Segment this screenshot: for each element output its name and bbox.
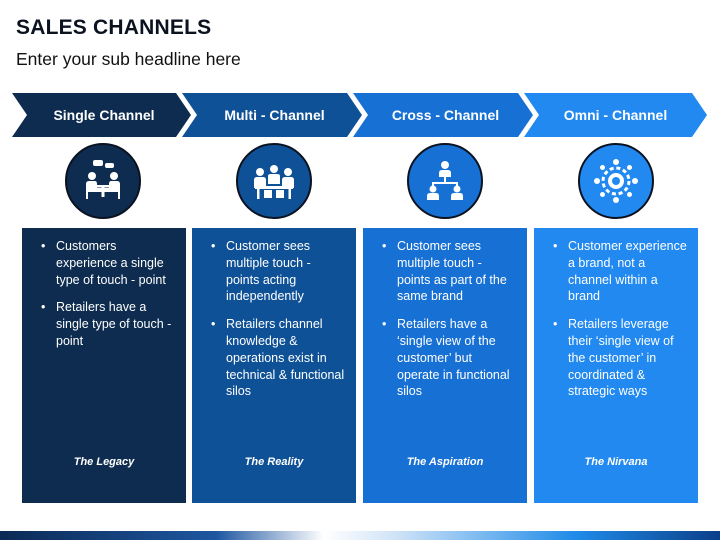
card-tagline: The Legacy	[73, 456, 135, 468]
card-bullet: Retailers channel knowledge & operations…	[202, 316, 346, 400]
stage-label-single: Single Channel	[53, 107, 155, 123]
card-cross-channel: Customer sees multiple touch - points as…	[363, 228, 527, 503]
card-tagline: The Aspiration	[406, 456, 484, 468]
arrow-single-channel	[12, 93, 191, 137]
card-bullet: Retailers have a ‘single view of the cus…	[373, 316, 517, 400]
card-bullet: Customers experience a single type of to…	[32, 238, 176, 288]
meeting-people-icon	[65, 143, 141, 219]
arrow-cross-channel	[353, 93, 533, 137]
page-subtitle: Enter your sub headline here	[16, 49, 241, 69]
card-bullet: Customer sees multiple touch - points ac…	[202, 238, 346, 305]
card-bullet: Retailers leverage their ‘single view of…	[544, 316, 688, 400]
footer-gradient-bar	[0, 531, 720, 540]
stage-arrows	[12, 93, 707, 137]
arrow-omni-channel	[524, 93, 707, 137]
network-gear-icon	[578, 143, 654, 219]
card-bullet: Customer sees multiple touch - points as…	[373, 238, 517, 305]
team-table-icon	[236, 143, 312, 219]
page-title: SALES CHANNELS	[16, 16, 212, 39]
card-bullet: Customer experience a brand, not a chann…	[544, 238, 688, 305]
card-multi-channel: Customer sees multiple touch - points ac…	[192, 228, 356, 503]
stage-label-cross: Cross - Channel	[391, 107, 500, 123]
card-bullet: Retailers have a single type of touch - …	[32, 299, 176, 349]
stage-label-omni: Omni - Channel	[563, 107, 668, 123]
card-tagline: The Reality	[244, 456, 304, 468]
card-single-channel: Customers experience a single type of to…	[22, 228, 186, 503]
arrow-multi-channel	[182, 93, 362, 137]
stage-label-multi: Multi - Channel	[224, 107, 325, 123]
card-tagline: The Nirvana	[584, 456, 648, 468]
card-omni-channel: Customer experience a brand, not a chann…	[534, 228, 698, 503]
org-hierarchy-icon	[407, 143, 483, 219]
